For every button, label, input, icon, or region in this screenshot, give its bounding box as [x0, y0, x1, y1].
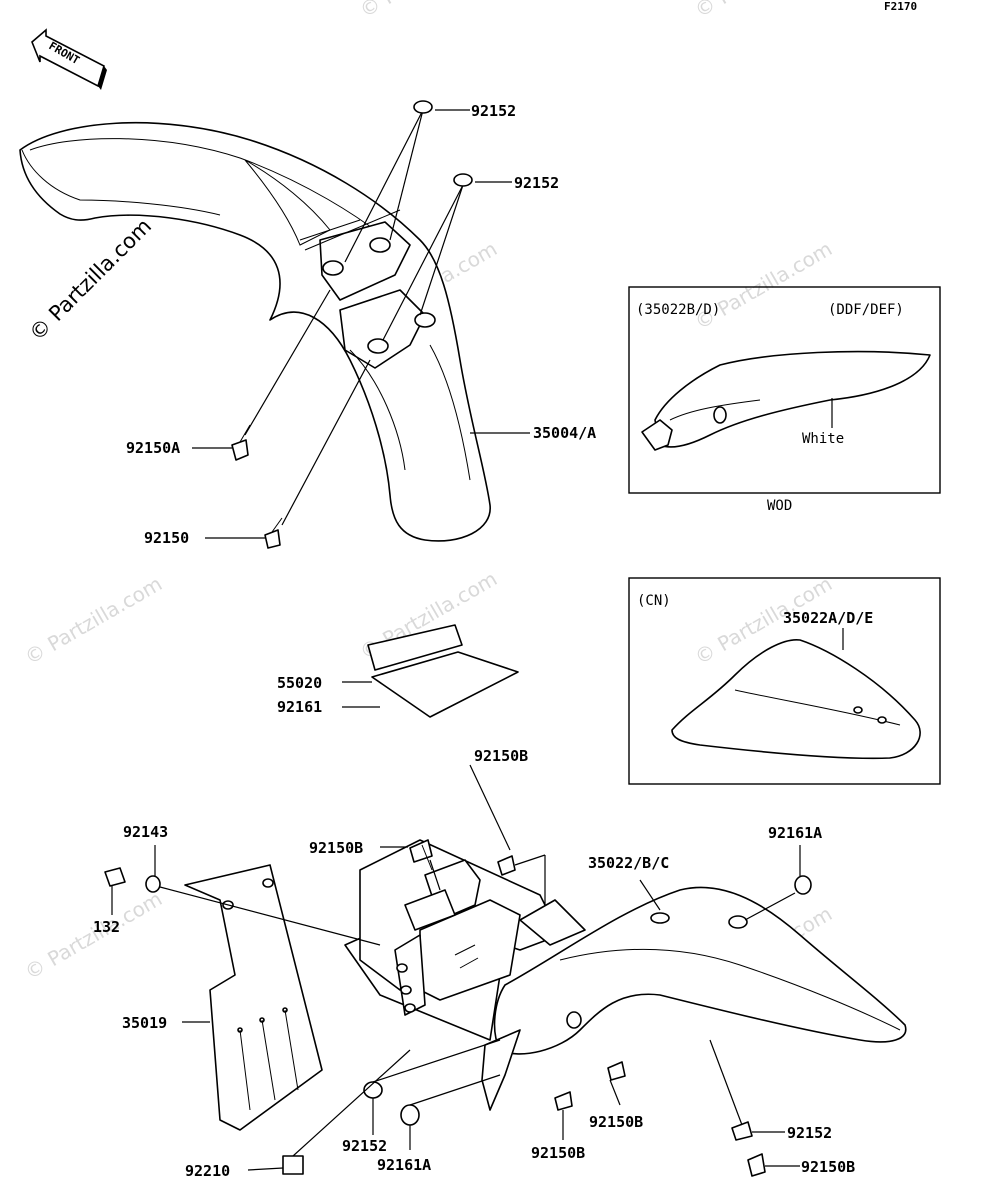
watermark-1: © Partzilla.com	[21, 571, 167, 669]
front-arrow-icon: FRONT	[31, 28, 107, 90]
label-92150B-d: 92150B	[589, 1113, 643, 1131]
inset-top-left-code: (35022B/D)	[636, 302, 720, 318]
washer-icon-4	[731, 1121, 753, 1141]
inset-bottom-region: (CN)	[637, 593, 671, 609]
label-92210: 92210	[185, 1162, 230, 1180]
label-92150: 92150	[144, 529, 189, 547]
bolt-icon-2	[264, 529, 281, 549]
label-35019: 35019	[122, 1014, 167, 1032]
inset-top-caption: WOD	[767, 498, 792, 514]
label-35004A: 35004/A	[533, 424, 596, 442]
inset-bottom: (CN) 35022A/D/E	[628, 577, 941, 785]
label-92152-c: 92152	[342, 1137, 387, 1155]
watermark-9: © Partzilla.com	[691, 0, 837, 22]
label-92152-d: 92152	[787, 1124, 832, 1142]
bolt-icon-7	[607, 1061, 626, 1081]
inset-top-color: White	[802, 431, 844, 447]
nut-icon-1	[145, 875, 161, 893]
front-fender	[19, 121, 491, 542]
inset-top-right-code: (DDF/DEF)	[828, 302, 904, 318]
front-hardware	[231, 100, 473, 549]
inset-top: (35022B/D) (DDF/DEF) White WOD	[628, 286, 941, 514]
label-92152-b: 92152	[514, 174, 559, 192]
grommet-icon-2	[400, 1104, 420, 1126]
label-92150A: 92150A	[126, 439, 180, 457]
label-92150B-a: 92150B	[474, 747, 528, 765]
nut-icon-2	[282, 1155, 304, 1175]
bolt-icon-8	[747, 1153, 766, 1177]
bolt-icon-5	[104, 867, 126, 887]
rear-leaders	[111, 764, 801, 1171]
bolt-icon-6	[554, 1091, 573, 1111]
label-132: 132	[93, 918, 120, 936]
watermark-6: © Partzilla.com	[691, 236, 837, 334]
rear-bracket	[344, 839, 586, 1041]
label-92161: 92161	[277, 698, 322, 716]
washer-icon-2	[453, 173, 473, 187]
label-92150B-b: 92150B	[309, 839, 363, 857]
label-92143: 92143	[123, 823, 168, 841]
labels-sheet	[342, 624, 519, 718]
label-92161A-b: 92161A	[377, 1156, 431, 1174]
inset-bottom-part: 35022A/D/E	[783, 609, 873, 627]
label-92150B-c: 92150B	[531, 1144, 585, 1162]
license-bracket	[184, 864, 323, 1131]
grommet-icon-1	[794, 875, 812, 895]
washer-icon-1	[413, 100, 433, 114]
front-leaders	[192, 109, 530, 539]
bolt-icon-1	[231, 439, 249, 461]
rear-hardware	[104, 839, 812, 1177]
figure-code: F2170	[884, 0, 917, 13]
label-55020: 55020	[277, 674, 322, 692]
rear-fender	[481, 886, 907, 1111]
label-92152-a: 92152	[471, 102, 516, 120]
watermark-main: © Partzilla.com	[25, 214, 157, 346]
watermark-8: © Partzilla.com	[356, 0, 502, 22]
label-92150B-e: 92150B	[801, 1158, 855, 1176]
label-35022BC: 35022/B/C	[588, 854, 669, 872]
bolt-icon-4	[497, 855, 516, 876]
label-92161A-a: 92161A	[768, 824, 822, 842]
